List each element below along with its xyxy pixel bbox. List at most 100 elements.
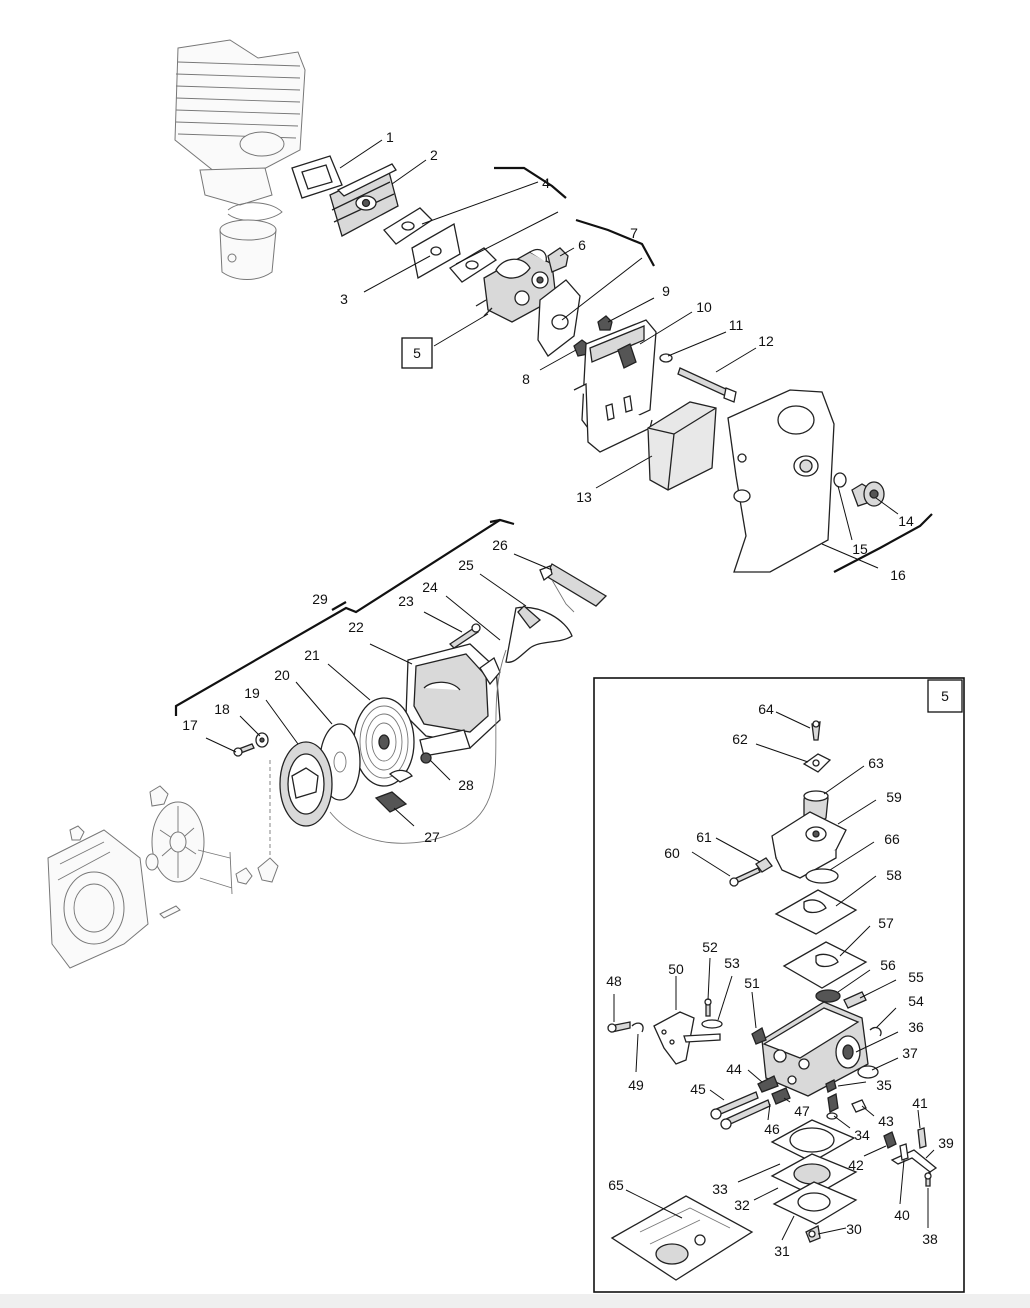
part-22-starter-housing (405, 643, 501, 757)
callout-30: 30 (846, 1221, 862, 1237)
callout-62: 62 (732, 731, 748, 747)
callout-48: 48 (606, 973, 622, 989)
callout-60: 60 (664, 845, 680, 861)
part-28-nut (420, 752, 432, 764)
callout-45: 45 (690, 1081, 706, 1097)
callout-4: 4 (542, 175, 550, 191)
part-3-gasket (383, 207, 434, 245)
callout-3: 3 (340, 291, 348, 307)
callout-39: 39 (938, 1135, 954, 1151)
callout-51: 51 (744, 975, 760, 991)
inset-title: 5 (941, 688, 949, 704)
part-4-gasket (449, 247, 498, 283)
callout-25: 25 (458, 557, 474, 573)
callout-35: 35 (876, 1077, 892, 1093)
callout-65: 65 (608, 1177, 624, 1193)
part-10-filter-base (573, 319, 657, 453)
part-26-grip (539, 563, 608, 613)
inset-frame (593, 677, 965, 1293)
callout-43: 43 (878, 1113, 894, 1129)
callout-55: 55 (908, 969, 924, 985)
callout-27: 27 (424, 829, 440, 845)
callout-6: 6 (578, 237, 586, 253)
part-6-block (547, 247, 569, 273)
callout-26: 26 (492, 537, 508, 553)
callout-66: 66 (884, 831, 900, 847)
part-14-knob (851, 481, 885, 507)
part-16-filter-cover (727, 389, 835, 573)
callout-33: 33 (712, 1181, 728, 1197)
callout-57: 57 (878, 915, 894, 931)
callout-42: 42 (848, 1157, 864, 1173)
callout-63: 63 (868, 755, 884, 771)
callout-18: 18 (214, 701, 230, 717)
bottom-strip (0, 1294, 1030, 1308)
callout-17: 17 (182, 717, 198, 733)
callout-13: 13 (576, 489, 592, 505)
callout-22: 22 (348, 619, 364, 635)
part-13-foam-filter (647, 401, 717, 491)
part-2-intake-block (329, 163, 399, 237)
part-23-bolt (448, 623, 481, 649)
leader-lines (205, 139, 935, 1241)
callout-16: 16 (890, 567, 906, 583)
callout-20: 20 (274, 667, 290, 683)
callout-10: 10 (696, 299, 712, 315)
callout-54: 54 (908, 993, 924, 1009)
callout-9: 9 (662, 283, 670, 299)
part-5-carburetor (475, 248, 557, 323)
part-18-washer (255, 732, 269, 748)
part-1-gasket (291, 155, 343, 199)
part-15-ring (833, 472, 847, 488)
callout-53: 53 (724, 955, 740, 971)
part-12-bolt (677, 367, 737, 403)
callout-40: 40 (894, 1207, 910, 1223)
callout-28: 28 (458, 777, 474, 793)
callout-36: 36 (908, 1019, 924, 1035)
callout-labels: 1 2 3 4 6 7 8 9 10 11 12 13 14 15 16 17 … (182, 129, 954, 1259)
callout-38: 38 (922, 1231, 938, 1247)
part-25-handle (505, 605, 573, 663)
part-9-nut (597, 315, 613, 331)
callout-23: 23 (398, 593, 414, 609)
callout-44: 44 (726, 1061, 742, 1077)
pawl (388, 769, 413, 783)
callout-56: 56 (880, 957, 896, 973)
callout-24: 24 (422, 579, 438, 595)
callout-34: 34 (854, 1127, 870, 1143)
callout-21: 21 (304, 647, 320, 663)
part-7-gasket (537, 279, 581, 357)
inset-parts (607, 720, 938, 1281)
callout-29: 29 (312, 591, 328, 607)
callout-11: 11 (729, 317, 744, 333)
callout-12: 12 (758, 333, 774, 349)
callout-61: 61 (696, 829, 712, 845)
callout-14: 14 (898, 513, 914, 529)
callout-8: 8 (522, 371, 530, 387)
callout-47: 47 (794, 1103, 810, 1119)
callout-58: 58 (886, 867, 902, 883)
callout-19: 19 (244, 685, 260, 701)
callout-49: 49 (628, 1077, 644, 1093)
callout-32: 32 (734, 1197, 750, 1213)
part-24-rope (329, 649, 507, 844)
callout-52: 52 (702, 939, 718, 955)
callout-15: 15 (852, 541, 868, 557)
callout-46: 46 (764, 1121, 780, 1137)
callout-37: 37 (902, 1045, 918, 1061)
callout-50: 50 (668, 961, 684, 977)
callout-31: 31 (774, 1243, 790, 1259)
callout-1: 1 (386, 129, 394, 145)
group-brackets (174, 166, 933, 716)
boxed-ref-5: 5 (401, 337, 433, 369)
part-19-pulley (279, 741, 333, 827)
part-17-screw (233, 743, 255, 757)
cylinder-ghost (174, 39, 306, 280)
callout-59: 59 (886, 789, 902, 805)
part-27-plate (374, 791, 408, 813)
spacer-plate (411, 222, 461, 280)
callout-5: 5 (413, 345, 421, 361)
callout-64: 64 (758, 701, 774, 717)
callout-41: 41 (912, 1095, 928, 1111)
